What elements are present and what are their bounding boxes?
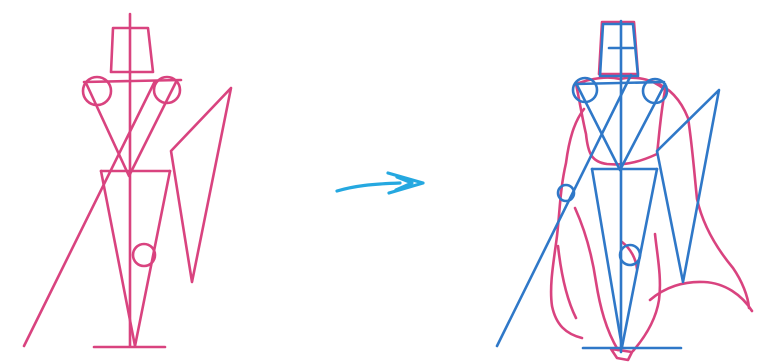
left-spear-line	[24, 81, 155, 346]
right-right-cape-contour	[654, 82, 749, 308]
right-leg-outline	[592, 169, 657, 347]
right-shield	[657, 90, 719, 282]
left-knee-circle	[133, 244, 155, 266]
transition-arrow	[337, 173, 423, 193]
left-shoulder-line	[84, 80, 181, 82]
left-leg-outline	[101, 171, 170, 346]
right-shoulder-line	[575, 82, 664, 84]
left-helmet	[111, 28, 153, 72]
right-refined-figure	[497, 21, 752, 360]
right-helmet-frame	[600, 24, 638, 76]
right-right-leg-detail	[633, 234, 660, 351]
right-knee-circle	[620, 245, 640, 265]
right-skirt-curve	[650, 282, 752, 311]
right-cape-tail	[558, 246, 576, 318]
right-left-cape-contour	[551, 109, 584, 338]
right-spear-line	[497, 75, 631, 346]
left-construction-figure	[24, 14, 231, 347]
left-shield	[171, 88, 231, 282]
